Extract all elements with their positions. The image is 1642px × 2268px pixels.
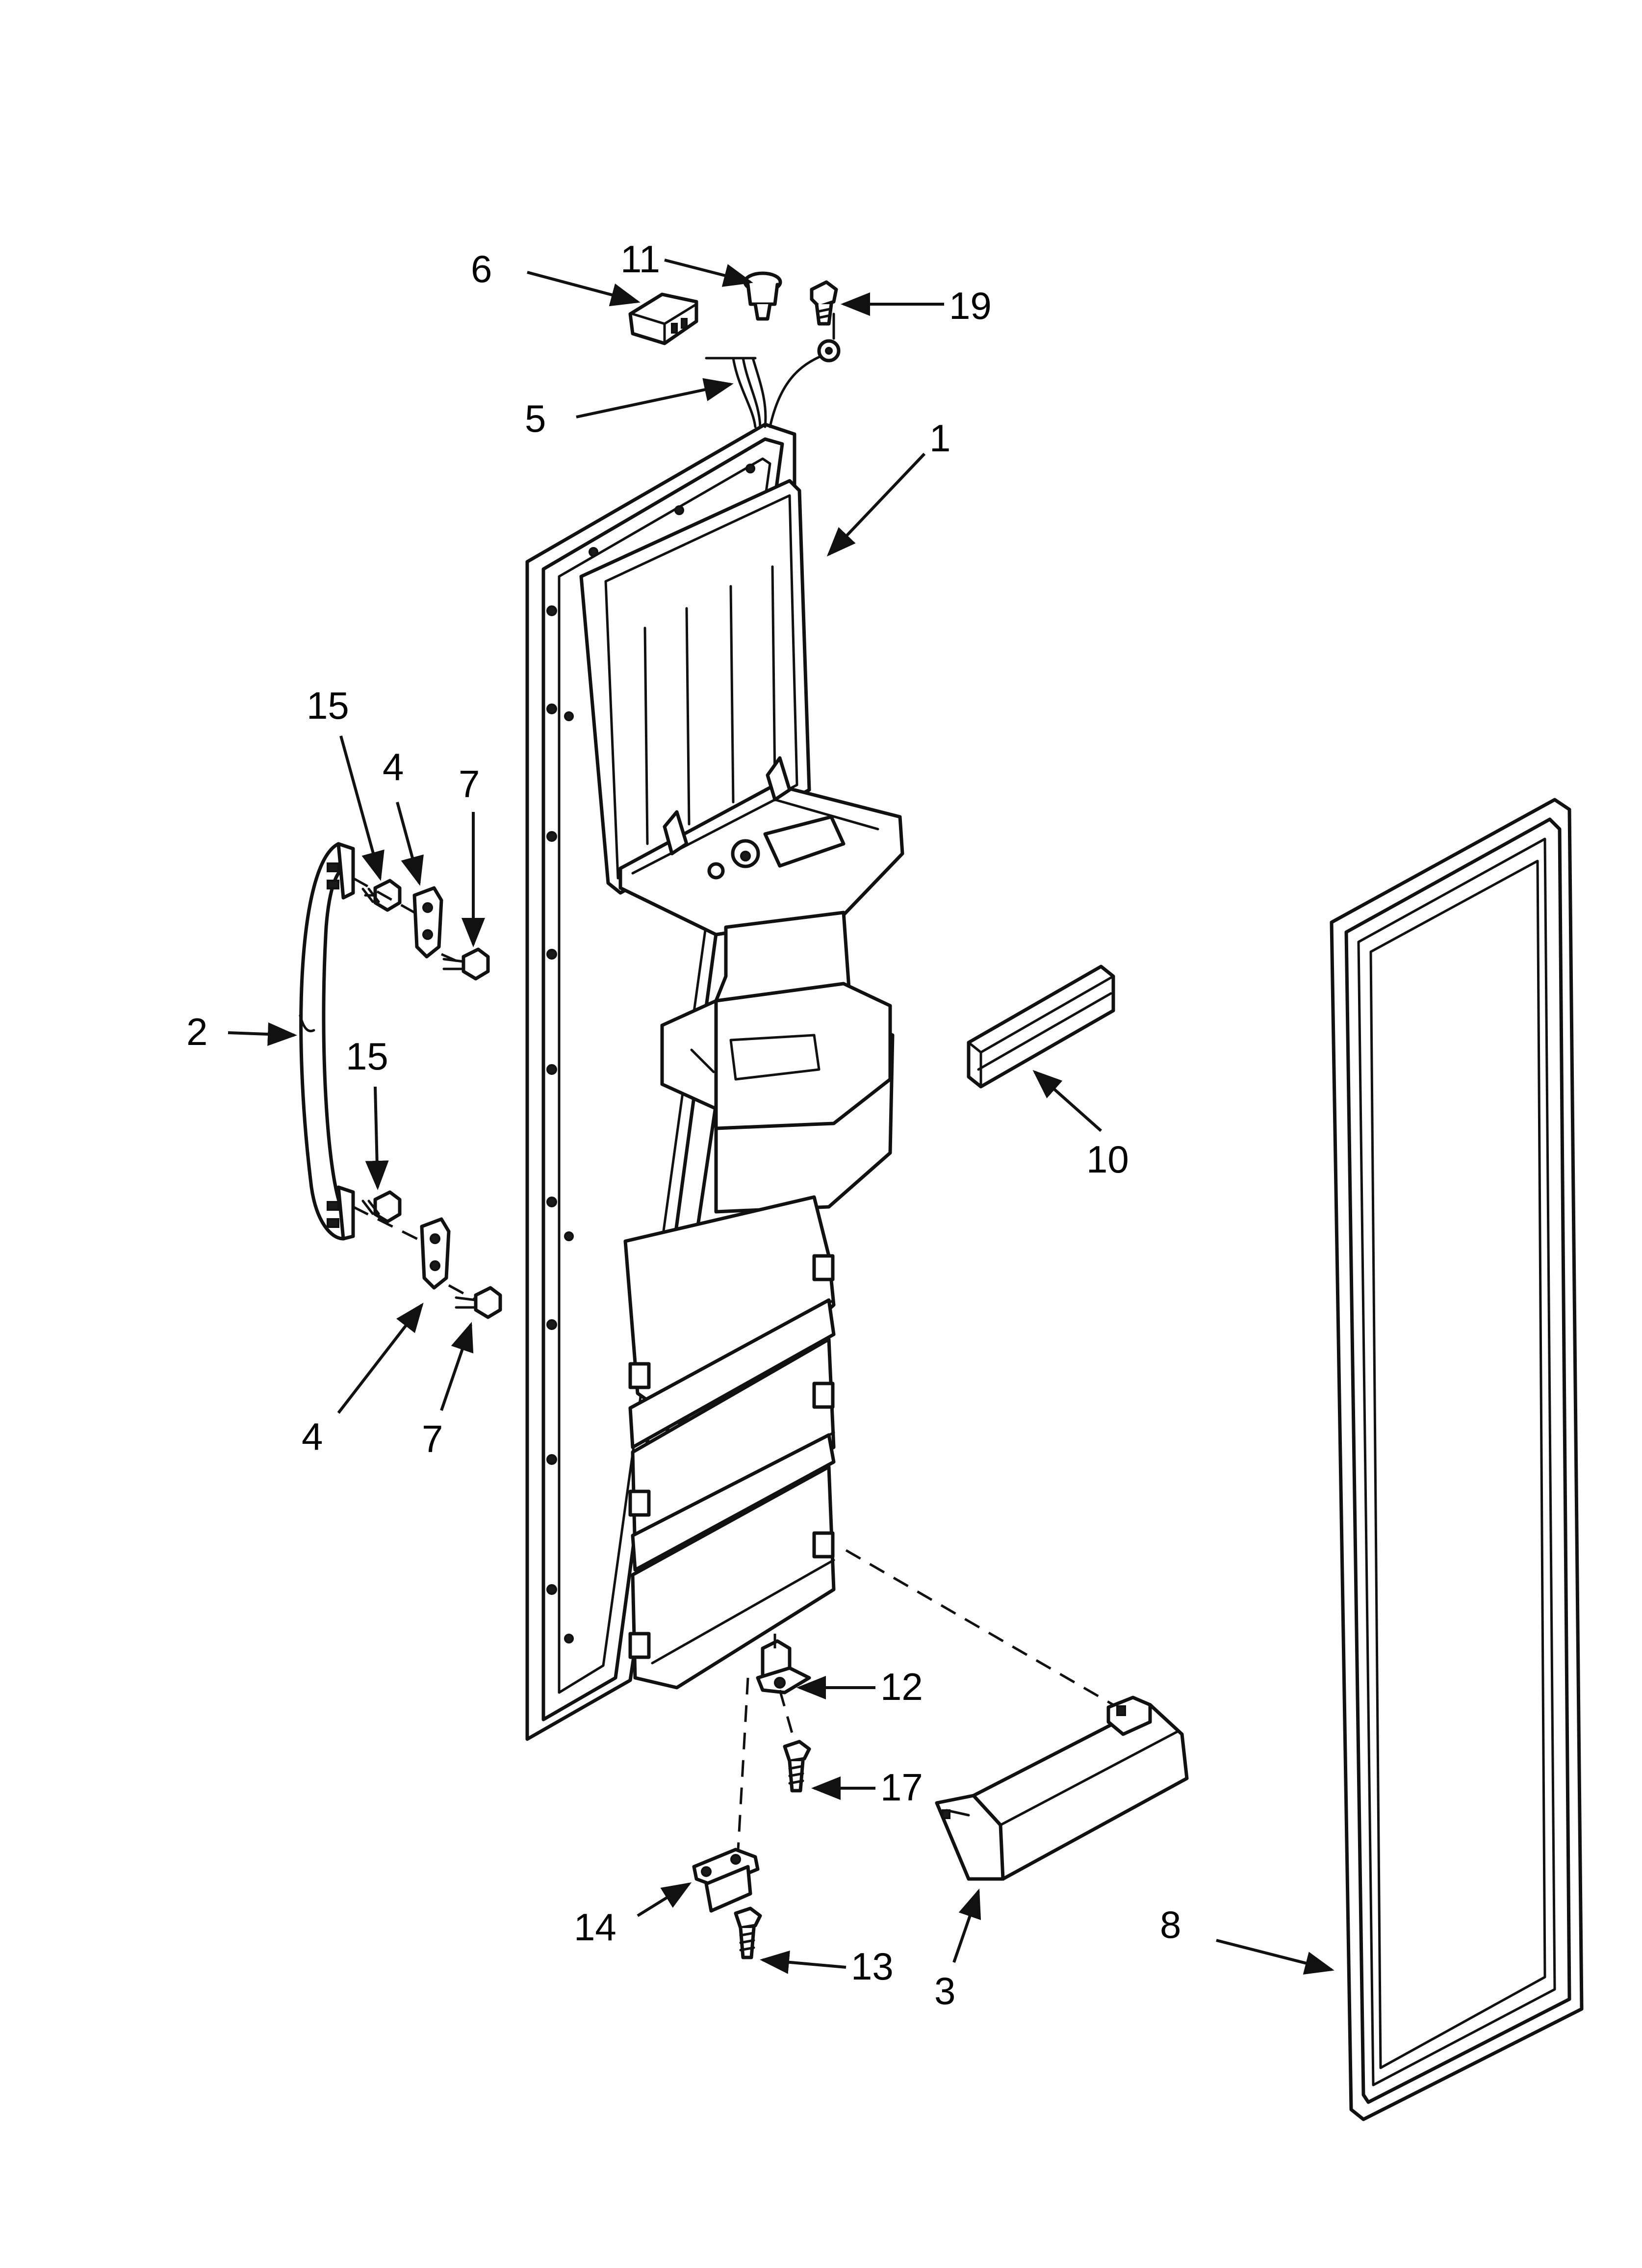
callout-2: 2 <box>186 1010 207 1053</box>
callout-7-upper: 7 <box>459 762 480 806</box>
lower-hinge <box>692 1848 760 1913</box>
handle-bracket-lower <box>420 1217 451 1290</box>
callout-4-lower: 4 <box>302 1415 323 1458</box>
door-handle <box>299 842 355 1241</box>
bracket-screw-upper <box>442 947 490 981</box>
wire-connector <box>628 292 698 345</box>
callout-12: 12 <box>880 1665 923 1708</box>
hinge-pin <box>756 1639 811 1694</box>
callout-10: 10 <box>1086 1138 1129 1181</box>
callout-3: 3 <box>934 1969 955 2012</box>
callout-leaders <box>228 259 1334 1975</box>
callout-labels: 1 2 3 4 4 5 6 7 7 8 10 11 12 13 14 15 15… <box>186 237 1181 2012</box>
trim-strip <box>967 965 1115 1089</box>
callout-1: 1 <box>929 417 950 460</box>
callout-4-upper: 4 <box>383 745 404 788</box>
callout-11: 11 <box>620 237 660 281</box>
callout-19: 19 <box>949 284 992 327</box>
callout-13: 13 <box>851 1945 894 1988</box>
callout-8: 8 <box>1160 1903 1181 1946</box>
hinge-screw <box>783 1740 811 1793</box>
lower-hinge-screw <box>734 1906 762 1959</box>
freezer-door <box>525 422 904 1741</box>
handle-screw-upper <box>361 879 402 912</box>
handle-bracket-upper <box>412 886 443 959</box>
door-bin <box>935 1695 1189 1881</box>
callout-15-lower: 15 <box>346 1035 388 1078</box>
door-screw-holes <box>546 464 755 1643</box>
callout-17: 17 <box>880 1766 923 1809</box>
wire-harness <box>705 313 841 428</box>
callout-14: 14 <box>574 1905 616 1949</box>
callout-6: 6 <box>471 247 492 290</box>
callout-5: 5 <box>525 397 546 440</box>
callout-15-upper: 15 <box>307 684 349 727</box>
plug <box>743 271 782 321</box>
callout-7-lower: 7 <box>422 1417 443 1460</box>
ground-screw <box>810 280 838 326</box>
handle-screw-lower <box>361 1190 402 1224</box>
door-gasket <box>1330 798 1584 2121</box>
bracket-screw-lower <box>455 1286 502 1319</box>
